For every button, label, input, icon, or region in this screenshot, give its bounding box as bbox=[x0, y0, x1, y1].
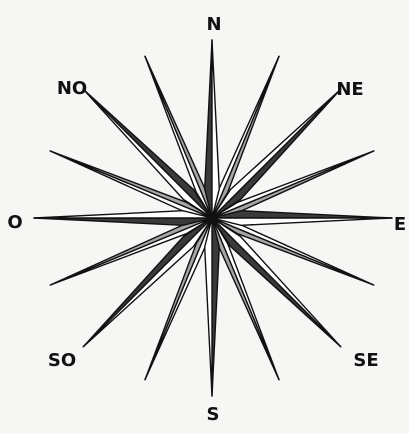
label-south: S bbox=[207, 404, 220, 425]
cardinal-point-3-right-half bbox=[34, 211, 212, 218]
label-southeast: SE bbox=[353, 350, 378, 371]
intercardinal-point-3-right-half bbox=[83, 89, 212, 218]
cardinal-point-0-right-half bbox=[212, 40, 219, 218]
cardinal-point-3-left-half bbox=[34, 218, 212, 225]
center-dot bbox=[210, 216, 214, 220]
intercardinal-point-1-right-half bbox=[212, 218, 341, 347]
cardinal-point-1-right-half bbox=[212, 218, 392, 225]
label-west: O bbox=[7, 212, 22, 233]
cardinal-point-2-left-half bbox=[212, 218, 219, 396]
cardinal-point-1-left-half bbox=[212, 211, 392, 218]
intercardinal-point-2-right-half bbox=[83, 218, 212, 347]
label-southwest: SO bbox=[48, 350, 76, 371]
cardinal-point-0-left-half bbox=[205, 40, 212, 218]
label-north: N bbox=[206, 14, 221, 35]
label-northwest: NO bbox=[57, 78, 87, 99]
cardinal-point-2-right-half bbox=[205, 218, 212, 396]
label-northeast: NE bbox=[336, 79, 363, 100]
label-east: E bbox=[394, 214, 406, 235]
intercardinal-point-0-right-half bbox=[212, 89, 341, 218]
